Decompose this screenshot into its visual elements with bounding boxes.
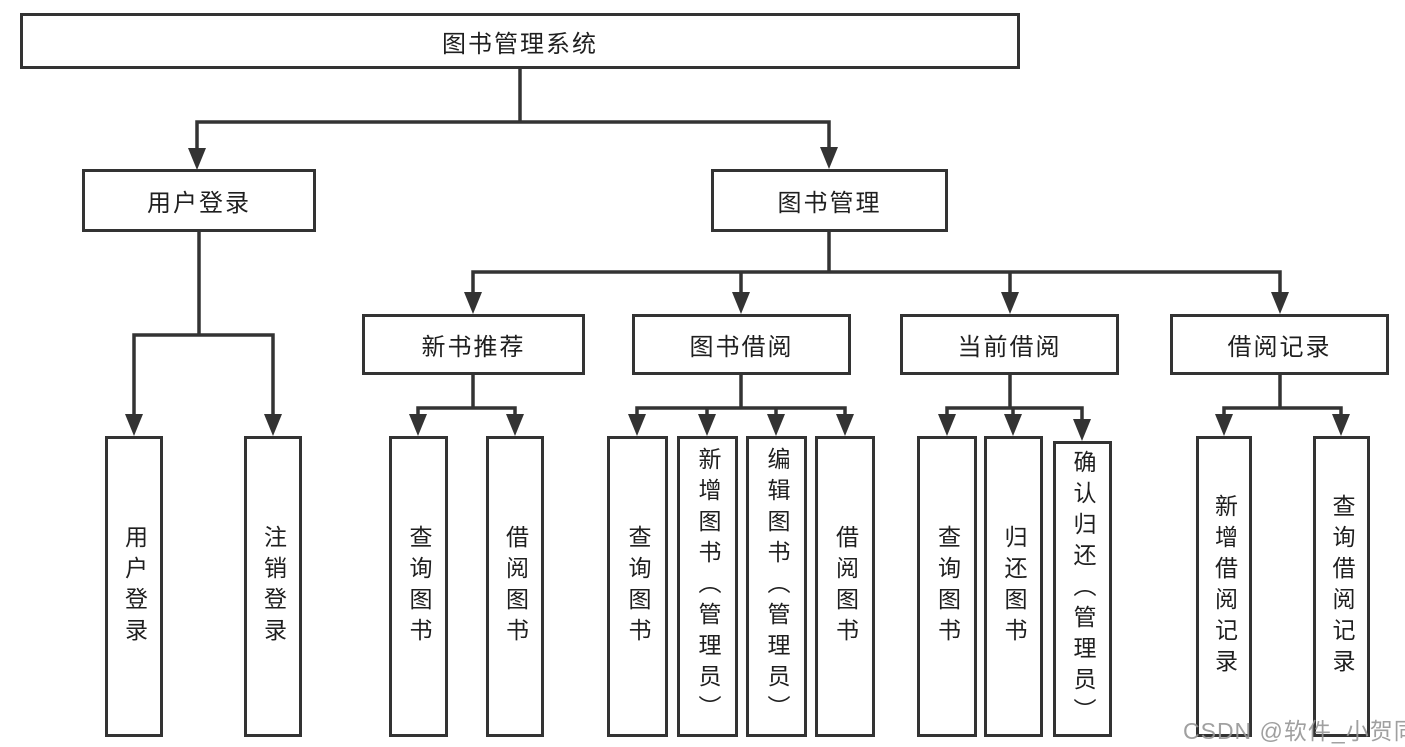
- arrowhead-down: [732, 292, 750, 314]
- node-add-borrow-record: 新增借阅记录: [1196, 436, 1252, 737]
- node-new-book-recommendation: 新书推荐: [362, 314, 585, 375]
- node-borrowing-records: 借阅记录: [1170, 314, 1389, 375]
- node-query-books: 查询图书: [389, 436, 448, 737]
- arrowhead-down: [506, 414, 524, 436]
- node-user-login-leaf: 用户登录: [105, 436, 163, 737]
- arrowhead-down: [836, 414, 854, 436]
- node-user-login: 用户登录: [82, 169, 316, 232]
- node-borrow-books: 借阅图书: [486, 436, 544, 737]
- arrowhead-down: [938, 414, 956, 436]
- node-query-borrow-record: 查询借阅记录: [1313, 436, 1370, 737]
- arrowhead-down: [1271, 292, 1289, 314]
- arrowhead-down: [264, 414, 282, 436]
- node-book-borrowing: 图书借阅: [632, 314, 851, 375]
- node-query-books: 查询图书: [917, 436, 977, 737]
- watermark: CSDN @软件_小贺同学: [1183, 718, 1405, 744]
- connector-user-login-branch: [125, 230, 282, 436]
- arrowhead-down: [409, 414, 427, 436]
- node-borrow-books: 借阅图书: [815, 436, 875, 737]
- arrowhead-down: [820, 147, 838, 169]
- connector-borrowing-records-branch: [1215, 373, 1350, 436]
- node-logout: 注销登录: [244, 436, 302, 737]
- node-current-borrowing: 当前借阅: [900, 314, 1119, 375]
- arrowhead-down: [1004, 414, 1022, 436]
- arrowhead-down: [125, 414, 143, 436]
- node-query-books: 查询图书: [607, 436, 668, 737]
- node-add-book-admin: 新增图书（管理员）: [677, 436, 738, 737]
- connector-book-borrowing-branch: [628, 373, 854, 436]
- arrowhead-down: [767, 414, 785, 436]
- node-library-management-system: 图书管理系统: [20, 13, 1020, 69]
- arrowhead-down: [1001, 292, 1019, 314]
- arrowhead-down: [698, 414, 716, 436]
- connector-book-management-branch: [464, 230, 1289, 314]
- connector-new-book-recommendation-branch: [409, 373, 524, 436]
- arrowhead-down: [1332, 414, 1350, 436]
- connector-root-to-level2: [188, 67, 838, 170]
- node-edit-book-admin: 编辑图书（管理员）: [746, 436, 807, 737]
- arrowhead-down: [1215, 414, 1233, 436]
- node-confirm-return-admin: 确认归还（管理员）: [1053, 441, 1112, 737]
- arrowhead-down: [188, 148, 206, 170]
- arrowhead-down: [464, 292, 482, 314]
- arrowhead-down: [628, 414, 646, 436]
- arrowhead-down: [1073, 419, 1091, 441]
- node-return-books: 归还图书: [984, 436, 1043, 737]
- node-book-management: 图书管理: [711, 169, 948, 232]
- connector-current-borrowing-branch: [938, 373, 1091, 441]
